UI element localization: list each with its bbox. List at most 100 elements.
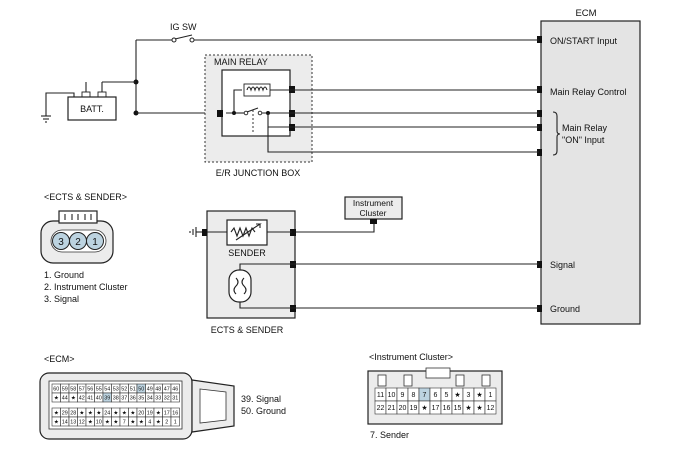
ecm-pin-label: 58 [70, 386, 76, 392]
ecm-pin-label: 14 [62, 419, 68, 425]
ecm-pin-label: 32 [164, 395, 170, 401]
ecm-pin-label: 47 [164, 386, 170, 392]
ecm-pin-label: 60 [53, 386, 59, 392]
cluster-pin-label: 16 [443, 405, 451, 412]
ecm-pin-on-start [537, 36, 542, 43]
relay-coil-icon [243, 83, 271, 97]
cluster-pin-label: 5 [445, 392, 449, 399]
ecm-pin-label: ★ [71, 395, 76, 401]
ects-legend-2: 2. Instrument Cluster [44, 282, 128, 292]
ecm-pin-label: 33 [155, 395, 161, 401]
batt-terminal-neg [81, 91, 91, 98]
ecm-pin-label: ★ [113, 419, 118, 425]
ecm-pin-label: 31 [172, 395, 178, 401]
cluster-pin-label: 17 [432, 405, 440, 412]
ecm-pin-label: ★ [96, 410, 101, 416]
ecm-pin-label: ★ [54, 410, 59, 416]
cluster-pin-label: 7 [423, 392, 427, 399]
main-relay-label: MAIN RELAY [214, 57, 268, 67]
ects-legend-1: 1. Ground [44, 270, 84, 280]
cluster-pin-label: 21 [388, 405, 396, 412]
cluster-pin-label: 10 [388, 392, 396, 399]
cluster-pin-label: ★ [421, 404, 427, 412]
junction-box-label: E/R JUNCTION BOX [216, 168, 301, 178]
ects-thermistor [228, 269, 252, 303]
ecm-pin-relay-on-2 [537, 124, 542, 131]
ects-pin-2: 2 [75, 237, 81, 248]
ecm-pin-label: 39 [104, 395, 110, 401]
wire-cluster-sender [292, 224, 375, 233]
ecm-pin-relay-on-3 [537, 149, 542, 156]
ecm-legend-2: 50. Ground [241, 406, 286, 416]
ecm-pin-label: 56 [87, 386, 93, 392]
sender-label: SENDER [228, 248, 266, 258]
cluster-pin-cell [484, 400, 497, 415]
cluster-pin-label: 19 [410, 405, 418, 412]
ecm-pin-label: ★ [122, 410, 127, 416]
ects-sender-label: ECTS & SENDER [211, 325, 284, 335]
cluster-pin-label: 22 [377, 405, 385, 412]
main-relay-on-input-label-2: "ON" Input [562, 135, 605, 145]
ecm-pin-label: 50 [138, 386, 144, 392]
main-relay-on-input-label-1: Main Relay [562, 123, 608, 133]
ects-pin-3: 3 [58, 237, 64, 248]
cluster-pin-label: ★ [465, 404, 471, 412]
ecm-pin-label: 35 [138, 395, 144, 401]
ecm-pin-label: 40 [96, 395, 102, 401]
cluster-pin-label: ★ [476, 404, 482, 412]
ecm-pin-label: 16 [172, 410, 178, 416]
ecm-connector-title: <ECM> [44, 354, 75, 364]
ecm-pin-label: 37 [121, 395, 127, 401]
cluster-connector-title: <Instrument Cluster> [369, 352, 453, 362]
ecm-pin-label: 29 [62, 410, 68, 416]
ecm-pin-label: ★ [139, 419, 144, 425]
ecm-pin-label: 51 [130, 386, 136, 392]
cluster-legend-1: 7. Sender [370, 430, 409, 440]
wire-relay-on-3 [267, 127, 539, 153]
cluster-pin-label: 15 [454, 405, 462, 412]
cluster-pin-label: 1 [489, 392, 493, 399]
cluster-pin-label: ★ [454, 391, 460, 399]
cluster-pin-label: 9 [401, 392, 405, 399]
wire-ects-ground [239, 302, 539, 309]
ects-connector-title: <ECTS & SENDER> [44, 192, 127, 202]
cluster-pin-label: 11 [377, 392, 384, 399]
ecm-title: ECM [575, 8, 596, 19]
ecm-pin-label: ★ [88, 419, 93, 425]
ecm-module [540, 20, 641, 325]
ecm-pin-label: 42 [79, 395, 85, 401]
ecm-pin-relay-on-1 [537, 110, 542, 117]
ects-connector [40, 210, 114, 264]
ecm-pin-label: ★ [113, 410, 118, 416]
ecm-pin-label: 48 [155, 386, 161, 392]
ecm-pin-label: ★ [156, 419, 161, 425]
ecm-pin-label: ★ [54, 419, 59, 425]
ecm-pin-label: 4 [148, 419, 151, 425]
cluster-pin-label: 20 [399, 405, 407, 412]
ecm-pin-label: ★ [130, 419, 135, 425]
ecm-pin-label: 28 [70, 410, 76, 416]
ecm-ground-label: Ground [550, 304, 580, 314]
ecm-pin-main-relay-control [537, 86, 542, 93]
ects-legend-3: 3. Signal [44, 294, 79, 304]
ecm-pin-label: 1 [174, 419, 177, 425]
ecm-legend-1: 39. Signal [241, 394, 281, 404]
ig-sw-label: IG SW [170, 22, 197, 32]
wire-ects-signal [239, 263, 539, 270]
ecm-pin-label: 49 [147, 386, 153, 392]
cluster-pin-label: 3 [467, 392, 471, 399]
on-start-input-label: ON/START Input [550, 36, 618, 46]
ecm-pin-ground [537, 305, 542, 312]
ecm-pin-label: 38 [113, 395, 119, 401]
main-relay-input-brace [552, 111, 561, 156]
ecm-pin-label: 24 [104, 410, 110, 416]
ecm-signal-label: Signal [550, 260, 575, 270]
cluster-pin-label: ★ [476, 391, 482, 399]
ecm-pin-label: 54 [104, 386, 110, 392]
ecm-pin-cell [170, 416, 180, 427]
ecm-pin-label: ★ [156, 410, 161, 416]
cluster-pin-label: 6 [434, 392, 438, 399]
